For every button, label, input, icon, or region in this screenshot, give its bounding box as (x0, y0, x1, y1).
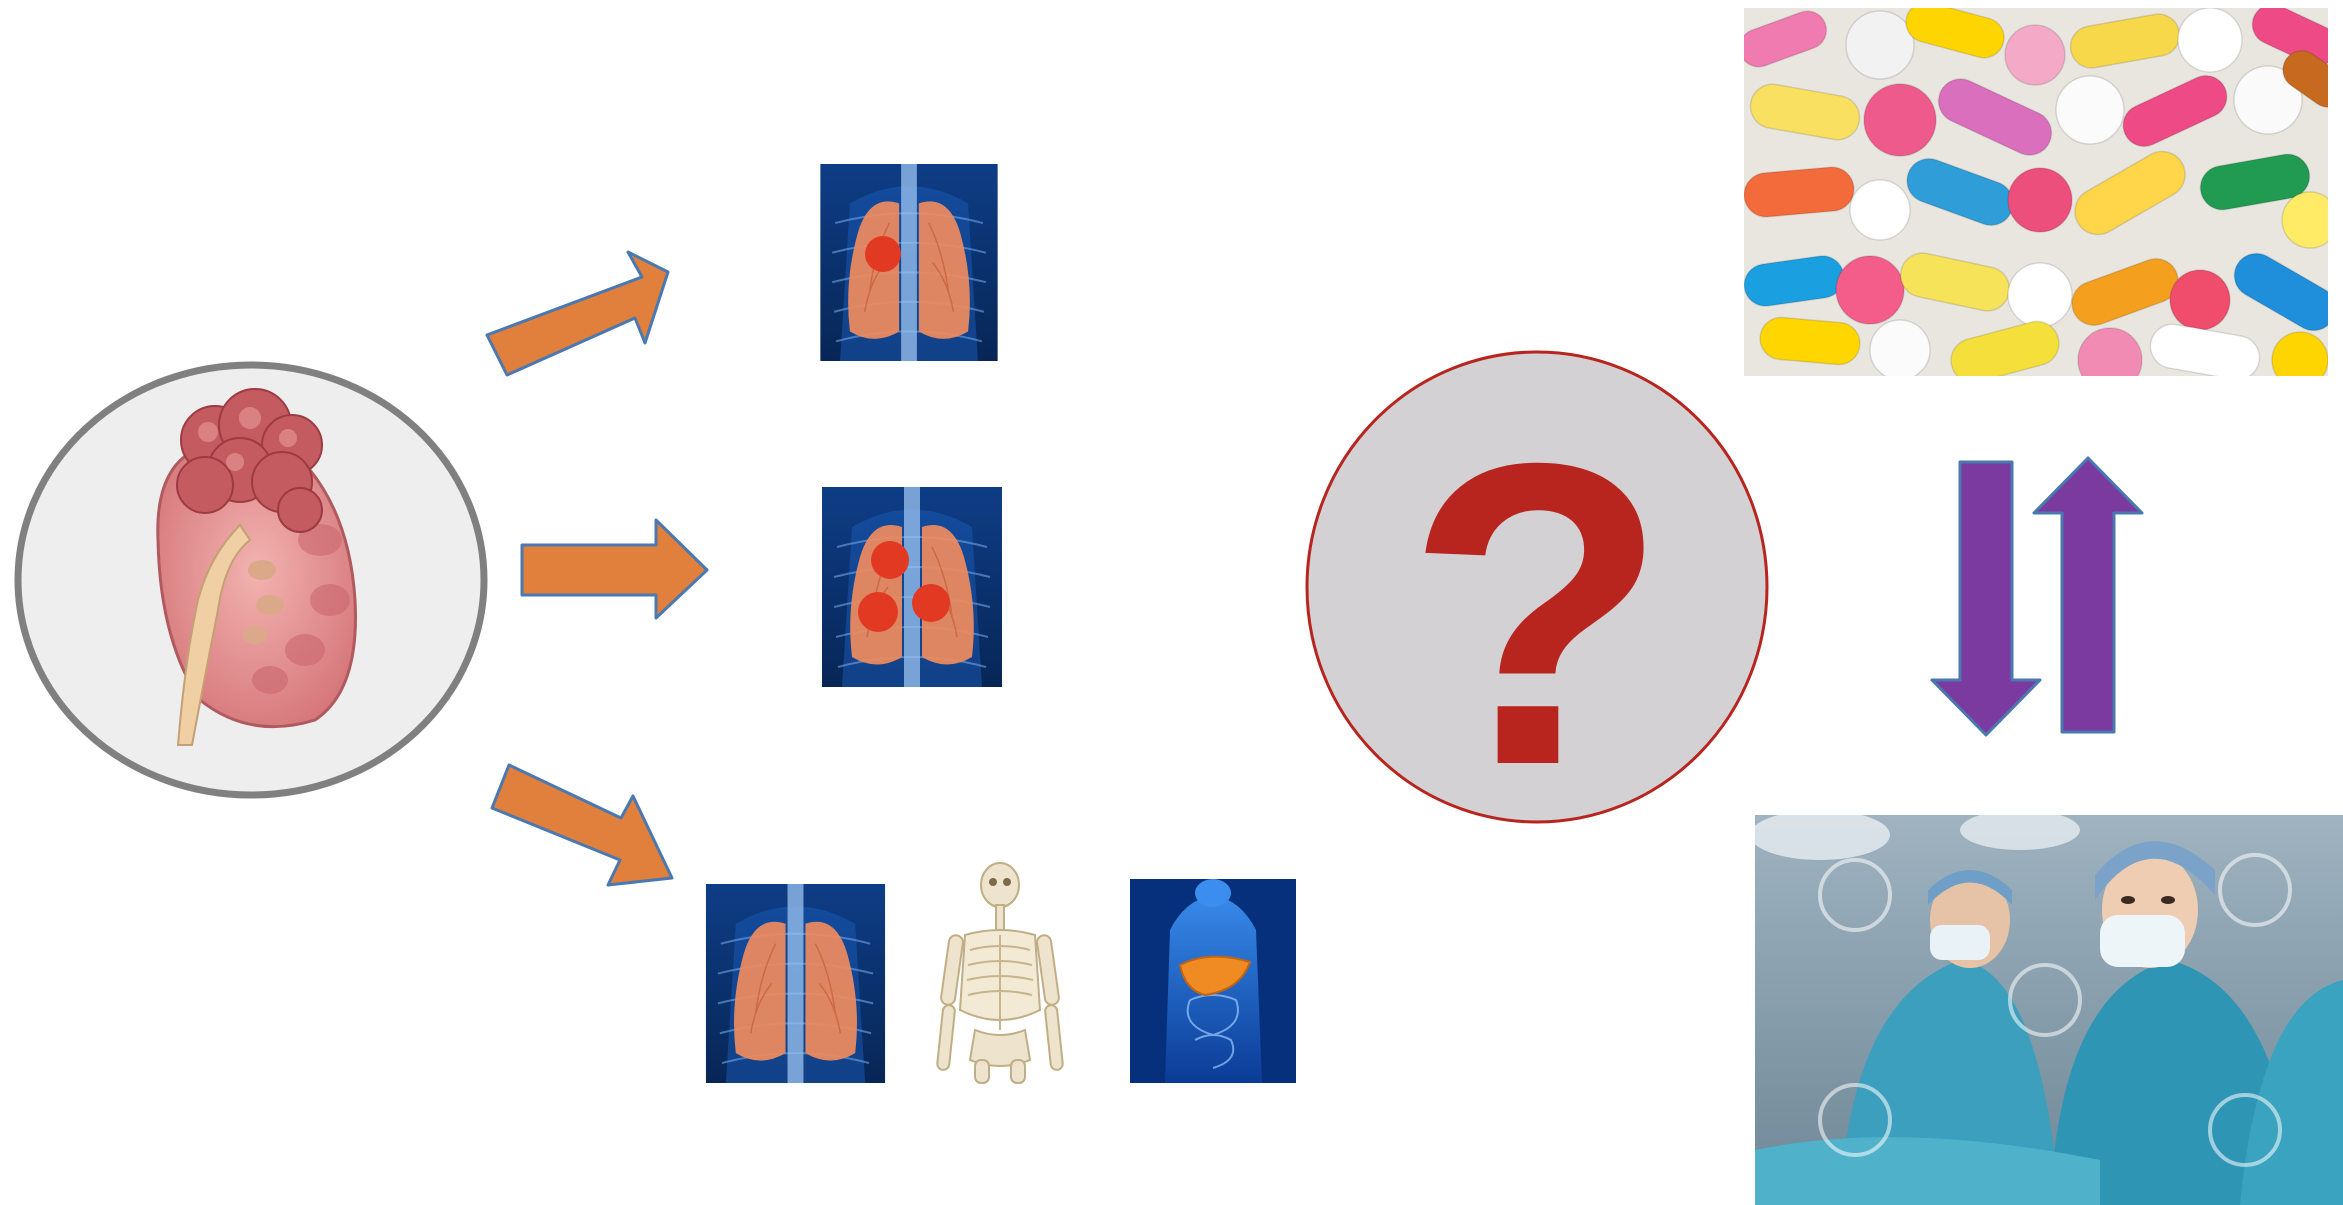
arrow-to-single-metastasis (487, 252, 668, 375)
exchange-arrows-icon (1932, 458, 2142, 735)
arrow-to-distant-metastases (492, 765, 672, 885)
liver-icon (1130, 879, 1296, 1083)
lung-icon (706, 884, 885, 1083)
surgeons-icon (1750, 810, 2343, 1205)
lung-multiple-metastases-icon (822, 487, 1002, 687)
lung-one-metastasis-icon (820, 164, 997, 361)
question-circle: ? (1307, 352, 1767, 855)
skeleton-icon (906, 852, 1088, 1083)
pills-icon (1734, 0, 2343, 392)
arrow-to-multiple-metastases (522, 520, 707, 618)
question-mark: ? (1406, 375, 1669, 855)
kidney-tumor-icon (18, 365, 484, 795)
